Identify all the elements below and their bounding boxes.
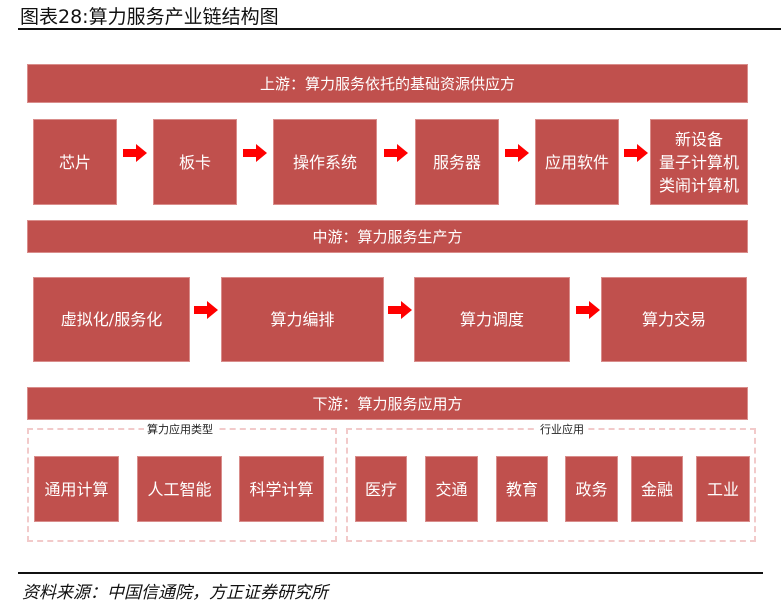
app-type-box: 人工智能 xyxy=(137,456,222,522)
arrow-right-icon xyxy=(243,144,267,162)
midstream-box: 算力编排 xyxy=(221,277,384,362)
new-devices-box: 新设备 量子计算机 类闹计算机 xyxy=(650,119,748,205)
app-type-box: 通用计算 xyxy=(34,456,119,522)
figure-title: 图表28:算力服务产业链结构图 xyxy=(20,6,279,28)
industry-box: 医疗 xyxy=(355,456,407,522)
arrow-right-icon xyxy=(388,301,412,319)
midstream-box: 算力调度 xyxy=(414,277,570,362)
arrow-right-icon xyxy=(576,301,600,319)
new-device-line: 新设备 xyxy=(674,129,723,149)
downstream-band: 下游：算力服务应用方 xyxy=(27,387,748,420)
title-rule xyxy=(18,28,781,30)
upstream-box: 应用软件 xyxy=(535,119,619,205)
midstream-band: 中游：算力服务生产方 xyxy=(27,220,748,253)
source-note: 资料来源：中国信通院，方正证券研究所 xyxy=(22,583,328,603)
arrow-right-icon xyxy=(505,144,529,162)
industry-box: 政务 xyxy=(565,456,618,522)
industry-box: 交通 xyxy=(425,456,478,522)
midstream-box: 虚拟化/服务化 xyxy=(33,277,190,362)
arrow-right-icon xyxy=(624,144,648,162)
new-device-line: 类闹计算机 xyxy=(658,175,739,195)
industry-label: 行业应用 xyxy=(537,421,587,437)
industry-box: 教育 xyxy=(496,456,548,522)
app-types-label: 算力应用类型 xyxy=(144,421,216,437)
arrow-right-icon xyxy=(194,301,218,319)
footer-rule xyxy=(18,572,763,574)
new-device-line: 量子计算机 xyxy=(658,152,739,172)
industry-box: 工业 xyxy=(696,456,750,522)
upstream-box: 服务器 xyxy=(415,119,499,205)
upstream-box: 芯片 xyxy=(33,119,117,205)
industry-group xyxy=(346,428,756,542)
upstream-box: 操作系统 xyxy=(273,119,377,205)
app-type-box: 科学计算 xyxy=(239,456,324,522)
arrow-right-icon xyxy=(123,144,147,162)
upstream-box: 板卡 xyxy=(153,119,237,205)
upstream-band: 上游：算力服务依托的基础资源供应方 xyxy=(27,64,748,103)
industry-box: 金融 xyxy=(631,456,683,522)
arrow-right-icon xyxy=(384,144,408,162)
midstream-box: 算力交易 xyxy=(601,277,747,362)
